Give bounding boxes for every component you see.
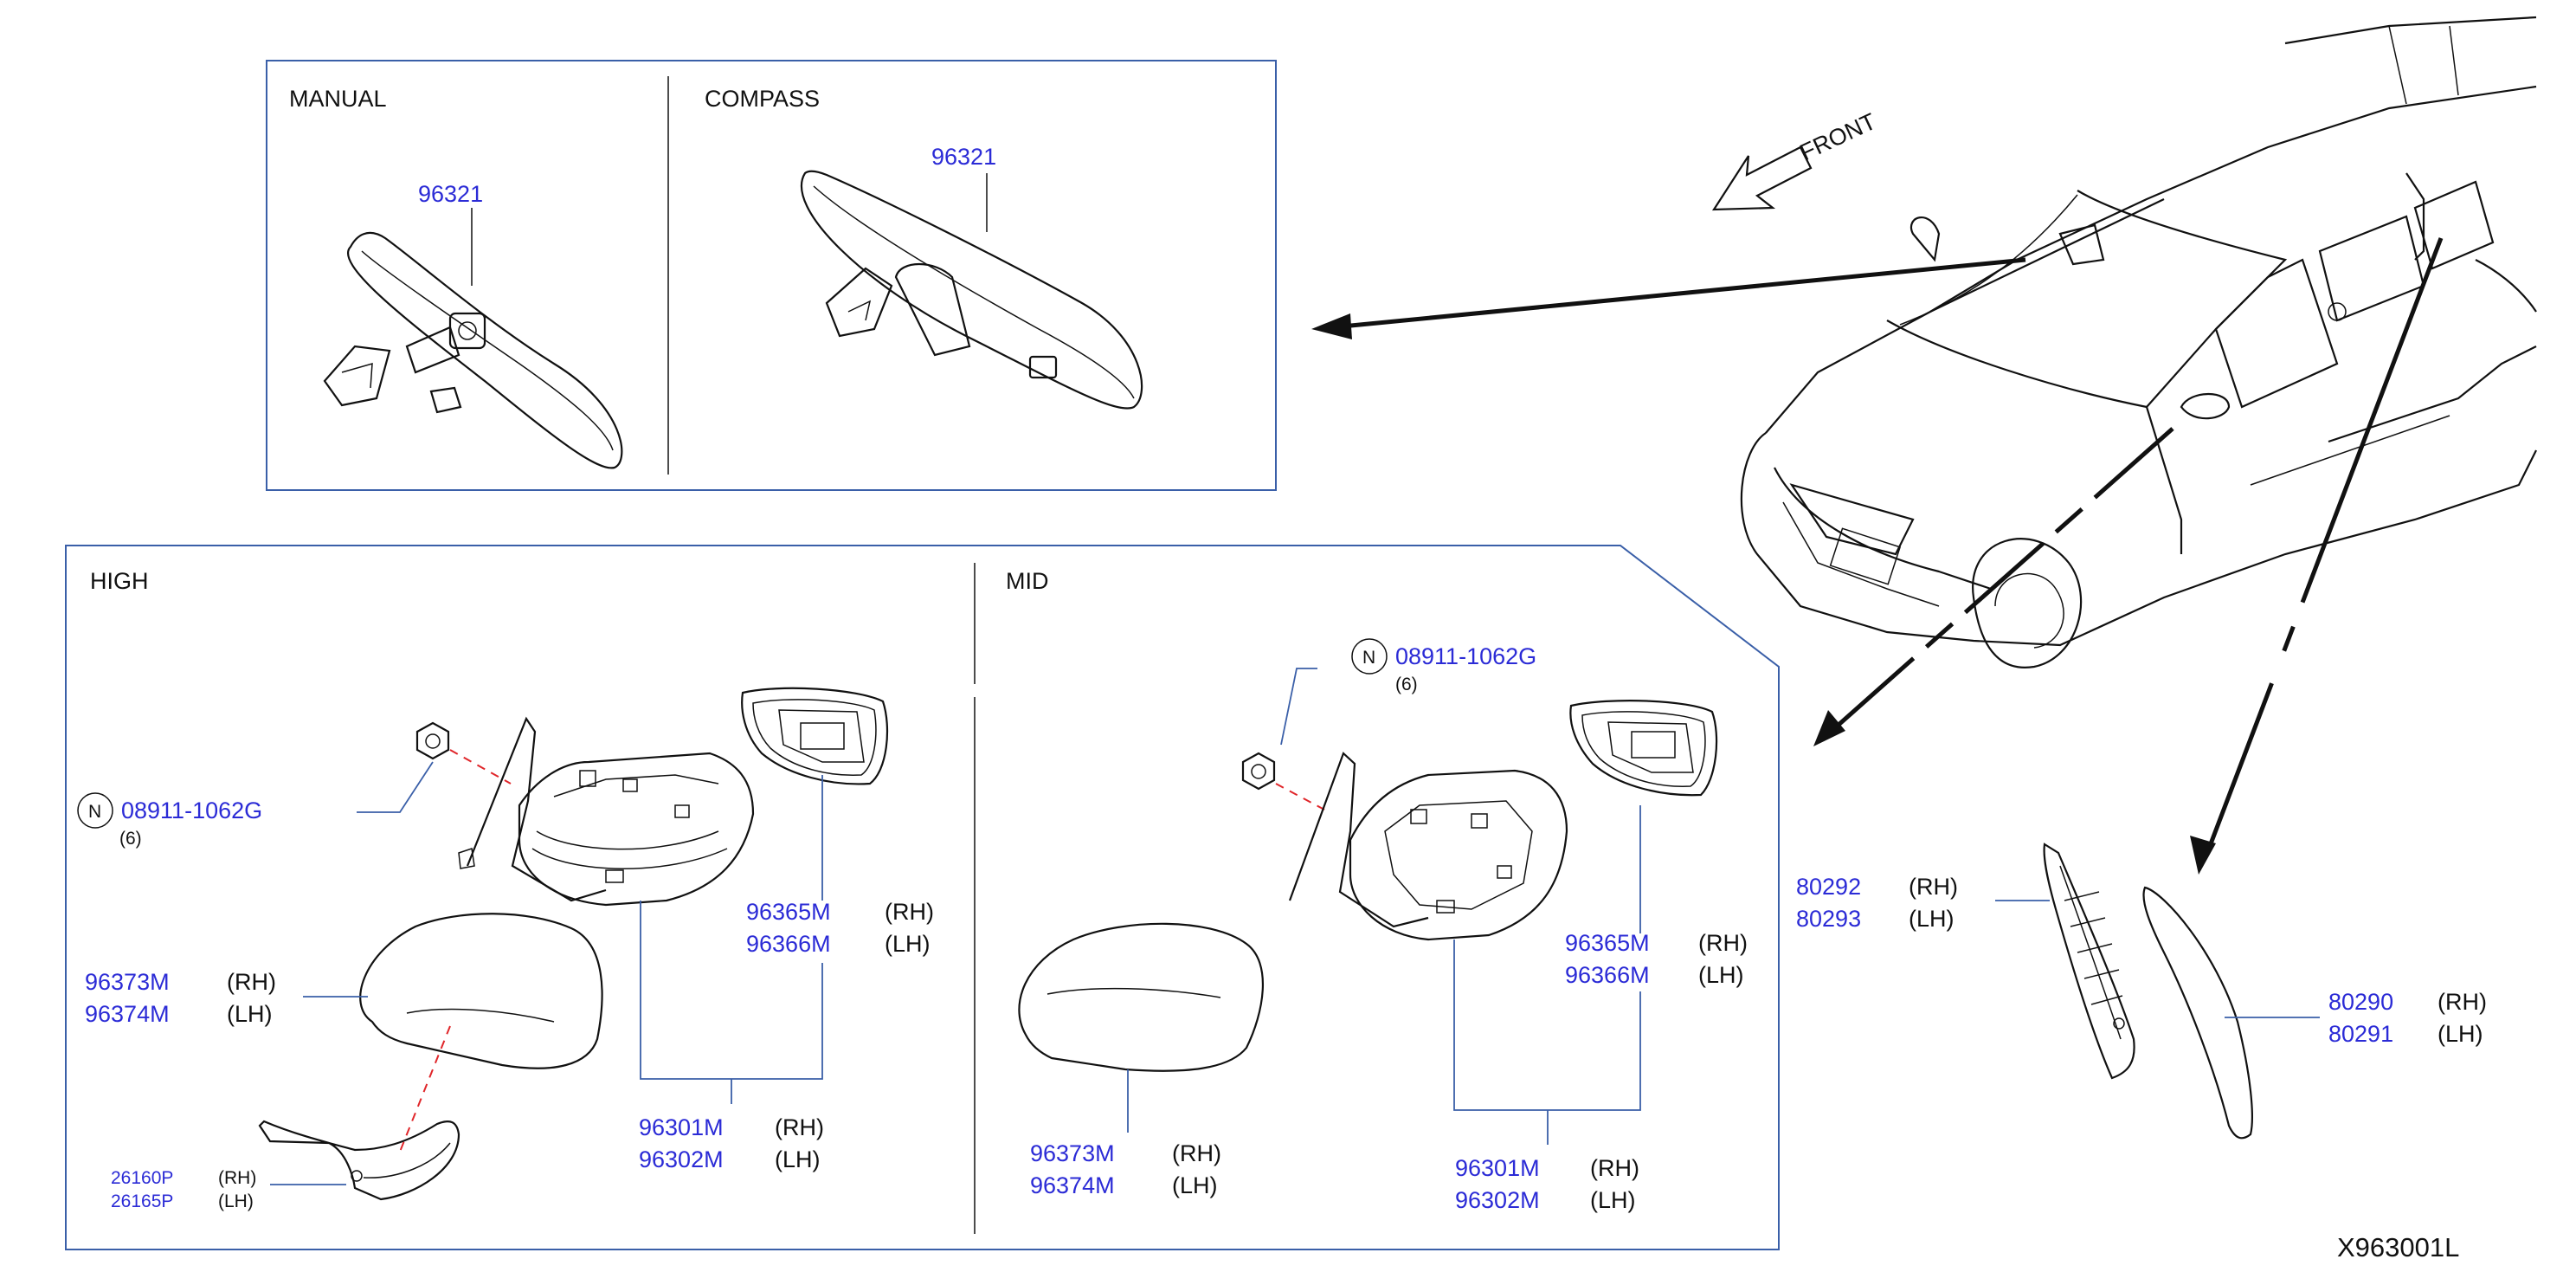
mid-assembly-rh-side: (RH) bbox=[1590, 1155, 1639, 1181]
side-trim-outer-rh-side: (RH) bbox=[2438, 989, 2487, 1015]
compass-rear-view-mirror bbox=[800, 170, 1143, 410]
high-glass-lh-side: (LH) bbox=[885, 931, 931, 957]
side-trim-inner-rh-side: (RH) bbox=[1909, 874, 1958, 900]
side-trim-inner-lh: 80293 bbox=[1796, 906, 1861, 932]
mid-nut-leader bbox=[1280, 668, 1317, 746]
high-cover-lh: 96374M bbox=[85, 1001, 170, 1027]
high-nut-part-number: 08911-1062G bbox=[121, 797, 262, 823]
side-trim-inner bbox=[2043, 843, 2135, 1080]
mid-cover-rh-side: (RH) bbox=[1172, 1140, 1221, 1166]
high-header: HIGH bbox=[90, 568, 149, 594]
door-mirror-callout-arrow bbox=[1829, 427, 2174, 733]
high-assembly-rh-side: (RH) bbox=[775, 1114, 824, 1140]
mid-assembly-lh-side: (LH) bbox=[1590, 1187, 1636, 1213]
mid-mirror-assembly bbox=[1288, 752, 1568, 941]
high-turn-signal-lamp bbox=[258, 1120, 460, 1201]
manual-rear-view-mirror bbox=[323, 231, 623, 469]
mid-glass-rh: 96365M bbox=[1565, 930, 1650, 956]
manual-header: MANUAL bbox=[289, 86, 387, 112]
high-lamp-rh-side: (RH) bbox=[218, 1168, 256, 1188]
high-nut-symbol bbox=[77, 792, 113, 829]
mid-nut-guide bbox=[1275, 783, 1325, 810]
inner-mirror-frame bbox=[266, 60, 1277, 491]
side-trim-callout-head bbox=[2190, 836, 2216, 875]
inner-mirror-callout-head bbox=[1311, 313, 1352, 339]
front-arrow: FRONT bbox=[1711, 108, 1880, 211]
high-cover-lh-side: (LH) bbox=[227, 1001, 273, 1027]
compass-header: COMPASS bbox=[705, 86, 820, 112]
high-glass-lh: 96366M bbox=[746, 931, 831, 957]
mid-glass-lh: 96366M bbox=[1565, 962, 1650, 988]
side-trim-outer-rh: 80290 bbox=[2328, 989, 2393, 1015]
mid-cover-rh: 96373M bbox=[1030, 1140, 1115, 1166]
mid-header: MID bbox=[1006, 568, 1049, 594]
mid-nut-symbol-letter: N bbox=[1362, 648, 1375, 668]
high-lamp-guide bbox=[399, 1025, 451, 1153]
high-cover-rh: 96373M bbox=[85, 969, 170, 995]
high-nut-guide bbox=[449, 749, 512, 785]
high-nut-symbol-letter: N bbox=[88, 802, 101, 822]
high-assembly-rh: 96301M bbox=[639, 1114, 724, 1140]
high-assembly-lh: 96302M bbox=[639, 1146, 724, 1172]
mid-cover-lh: 96374M bbox=[1030, 1172, 1115, 1198]
high-mirror-assembly bbox=[458, 716, 755, 907]
mid-nut-part-number: 08911-1062G bbox=[1395, 643, 1536, 669]
mid-nut-symbol bbox=[1351, 638, 1388, 675]
door-mirror-frame bbox=[65, 545, 1780, 1250]
mid-nut-quantity: (6) bbox=[1395, 675, 1418, 694]
inner-mirror-callout-arrow bbox=[1332, 257, 2026, 330]
high-assembly-lh-side: (LH) bbox=[775, 1146, 821, 1172]
mid-assembly-lh: 96302M bbox=[1455, 1187, 1540, 1213]
front-label: FRONT bbox=[1796, 108, 1880, 165]
high-assembly-leader bbox=[640, 901, 823, 1080]
high-mirror-cover bbox=[359, 913, 603, 1069]
high-lamp-rh: 26160P bbox=[111, 1168, 173, 1188]
mid-mirror-glass bbox=[1569, 700, 1718, 797]
side-trim-outer-lh: 80291 bbox=[2328, 1021, 2393, 1047]
side-trim-outer-lh-side: (LH) bbox=[2438, 1021, 2483, 1047]
mid-cover-lh-side: (LH) bbox=[1172, 1172, 1218, 1198]
manual-part-number: 96321 bbox=[418, 181, 483, 207]
high-glass-rh: 96365M bbox=[746, 899, 831, 925]
door-mirror-callout-head bbox=[1813, 710, 1845, 746]
high-nut-quantity: (6) bbox=[119, 829, 142, 849]
mid-assembly-rh: 96301M bbox=[1455, 1155, 1540, 1181]
mid-glass-rh-side: (RH) bbox=[1698, 930, 1748, 956]
side-trim-callout-arrow bbox=[2205, 237, 2444, 854]
high-lamp-lh: 26165P bbox=[111, 1191, 173, 1211]
high-mirror-glass bbox=[741, 687, 889, 785]
mid-glass-lh-side: (LH) bbox=[1698, 962, 1744, 988]
compass-part-number: 96321 bbox=[931, 144, 996, 170]
mid-nut bbox=[1241, 752, 1276, 791]
side-trim-inner-rh: 80292 bbox=[1796, 874, 1861, 900]
high-glass-rh-side: (RH) bbox=[885, 899, 934, 925]
mid-mirror-cover bbox=[1018, 922, 1264, 1072]
vehicle-illustration bbox=[1740, 16, 2537, 668]
high-nut bbox=[415, 721, 450, 760]
diagram-code: X963001L bbox=[2337, 1232, 2459, 1262]
side-trim-outer bbox=[2142, 886, 2253, 1140]
high-cover-rh-side: (RH) bbox=[227, 969, 276, 995]
side-trim-inner-lh-side: (LH) bbox=[1909, 906, 1955, 932]
high-lamp-lh-side: (LH) bbox=[218, 1191, 254, 1211]
high-nut-leader bbox=[357, 761, 434, 813]
